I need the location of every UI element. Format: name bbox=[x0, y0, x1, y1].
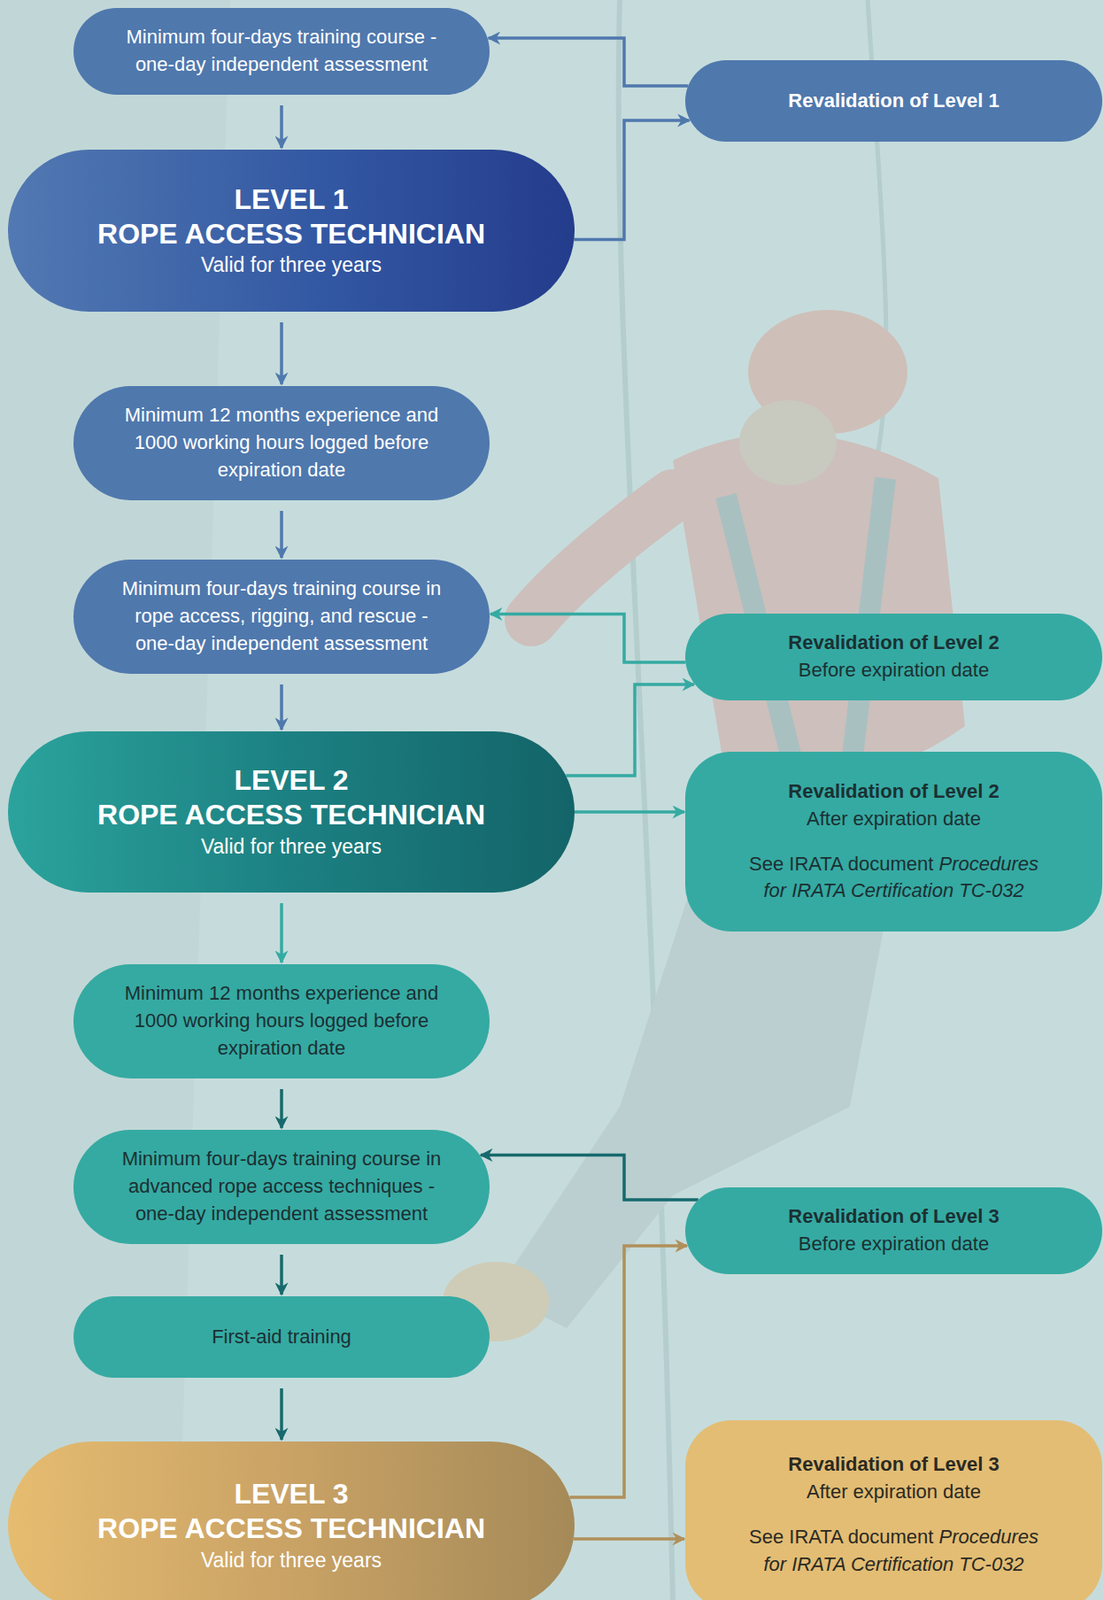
connector-arrow bbox=[279, 1254, 284, 1295]
box-text: Minimum four-days training course in adv… bbox=[116, 1145, 447, 1228]
reference-line: See IRATA documentProcedures for IRATA C… bbox=[736, 850, 1051, 906]
box-heading: Revalidation of Level 1 bbox=[787, 87, 999, 116]
figure-arm bbox=[531, 495, 673, 620]
connector-arrow bbox=[480, 1155, 699, 1201]
box-text: Minimum four-days training course in rop… bbox=[116, 575, 447, 657]
validity-text: Valid for three years bbox=[200, 1546, 382, 1575]
connector-arrow bbox=[488, 38, 689, 86]
connector-arrow bbox=[565, 684, 695, 776]
box-text: Minimum 12 months experience and 1000 wo… bbox=[116, 980, 447, 1062]
connector-arrow bbox=[574, 810, 685, 814]
revalidation-box: Revalidation of Level 1 bbox=[685, 60, 1103, 142]
rope-line bbox=[618, 0, 673, 1600]
revalidation-box: Revalidation of Level 2Before expiration… bbox=[685, 613, 1103, 701]
box-text: Minimum 12 months experience and 1000 wo… bbox=[116, 401, 447, 484]
experience-box: Minimum 12 months experience and 1000 wo… bbox=[73, 964, 490, 1079]
figure-jacket bbox=[672, 432, 966, 783]
training-box: Minimum four-days training course in rop… bbox=[73, 559, 490, 674]
validity-text: Valid for three years bbox=[200, 251, 382, 279]
box-text: First-aid training bbox=[211, 1323, 352, 1352]
training-box: Minimum four-days training course - one-… bbox=[73, 7, 490, 95]
level-title: ROPE ACCESS TECHNICIAN bbox=[97, 1511, 486, 1546]
box-text: Minimum four-days training course - one-… bbox=[116, 23, 447, 79]
reference-line: See IRATA documentProcedures for IRATA C… bbox=[736, 1523, 1051, 1579]
level-box: LEVEL 3ROPE ACCESS TECHNICIANValid for t… bbox=[7, 1441, 575, 1600]
level-box: LEVEL 1ROPE ACCESS TECHNICIANValid for t… bbox=[7, 149, 575, 312]
connector-arrow bbox=[279, 510, 284, 558]
box-text: After expiration date bbox=[806, 1478, 981, 1506]
first-aid-box: First-aid training bbox=[73, 1296, 490, 1378]
box-text: Before expiration date bbox=[798, 656, 989, 685]
box-heading: Revalidation of Level 2 bbox=[787, 778, 999, 806]
connector-arrow bbox=[573, 120, 689, 240]
revalidation-box: Revalidation of Level 2After expiration … bbox=[685, 751, 1103, 932]
connector-arrow bbox=[490, 614, 686, 664]
level-title: ROPE ACCESS TECHNICIAN bbox=[97, 797, 486, 833]
box-heading: Revalidation of Level 3 bbox=[787, 1203, 999, 1231]
training-box: Minimum four-days training course in adv… bbox=[73, 1129, 490, 1244]
connector-arrow bbox=[279, 105, 284, 148]
validity-text: Valid for three years bbox=[200, 833, 382, 861]
connector-arrow bbox=[569, 1245, 688, 1498]
box-heading: Revalidation of Level 2 bbox=[787, 629, 999, 657]
connector-arrow bbox=[279, 1088, 284, 1128]
connector-arrow bbox=[279, 1388, 284, 1440]
connector-arrow bbox=[279, 903, 284, 963]
connector-arrow bbox=[279, 684, 284, 730]
level-box: LEVEL 2ROPE ACCESS TECHNICIANValid for t… bbox=[7, 731, 575, 893]
level-title: LEVEL 3 bbox=[233, 1476, 348, 1512]
revalidation-box: Revalidation of Level 3After expiration … bbox=[685, 1420, 1103, 1600]
revalidation-box: Revalidation of Level 3Before expiration… bbox=[685, 1187, 1103, 1274]
reference-text: See IRATA document bbox=[748, 852, 934, 875]
level-title: ROPE ACCESS TECHNICIAN bbox=[97, 216, 486, 252]
box-text: Before expiration date bbox=[798, 1230, 989, 1259]
connector-arrow bbox=[573, 1536, 685, 1541]
box-text: After expiration date bbox=[806, 805, 981, 834]
figure-face bbox=[739, 400, 837, 486]
level-title: LEVEL 2 bbox=[233, 763, 348, 798]
experience-box: Minimum 12 months experience and 1000 wo… bbox=[73, 386, 490, 501]
box-heading: Revalidation of Level 3 bbox=[787, 1451, 999, 1479]
level-title: LEVEL 1 bbox=[233, 182, 348, 217]
reference-text: See IRATA document bbox=[748, 1525, 934, 1548]
connector-arrow bbox=[279, 322, 284, 385]
